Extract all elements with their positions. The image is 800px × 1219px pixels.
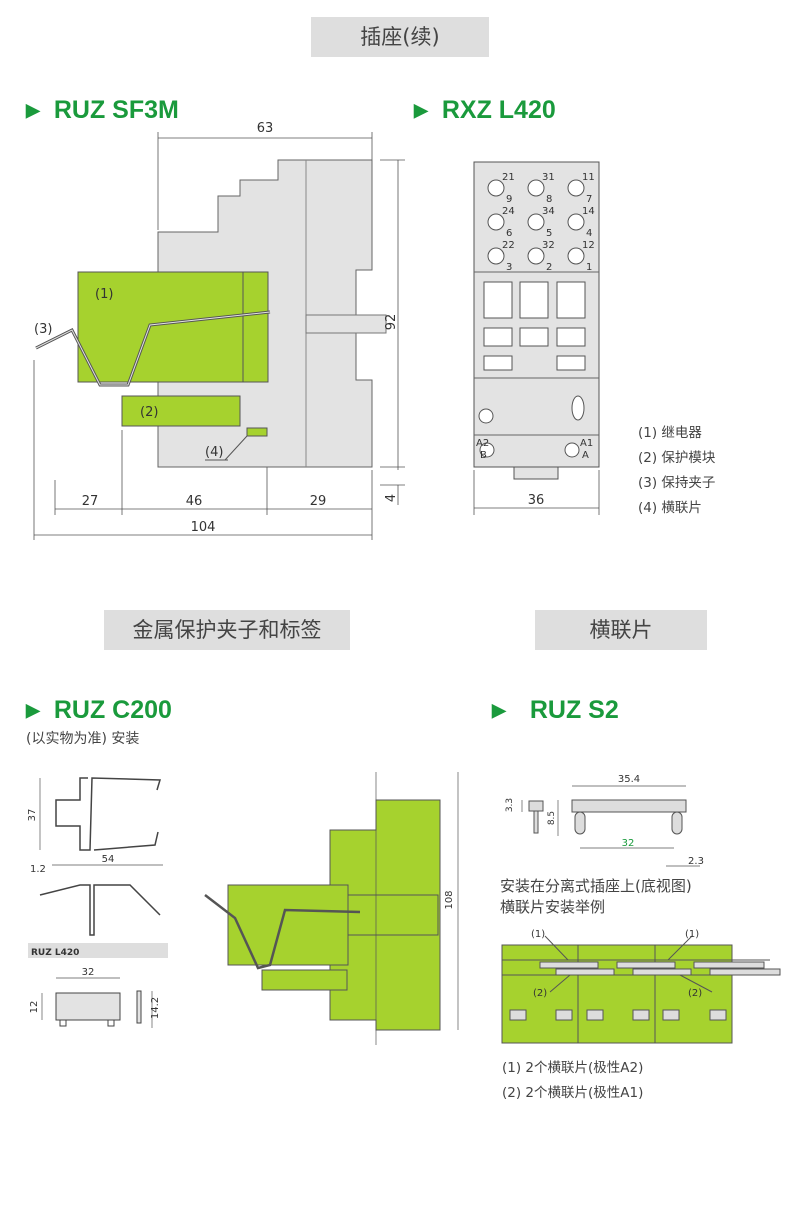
dim-label-height: 12: [29, 1001, 40, 1014]
pin-number: 1: [586, 262, 592, 273]
terminal-hole: [567, 247, 585, 265]
triangle-bullet-icon: ▶: [492, 700, 506, 720]
section-banner-jumpers: 横联片: [535, 610, 707, 650]
legend-item: (2) 保护模块: [638, 450, 716, 466]
dim-label-width: 32: [82, 967, 95, 978]
legend-item: (3) 保持夹子: [638, 475, 716, 491]
pin-number: 34: [542, 206, 555, 217]
dim-mid: 46: [186, 494, 203, 509]
rxz-l420-drawing: 21 9 31 8 11 7 24 6 34 5 14 4 22 3 32 2 12 1 A2 B A1 A 36: [473, 161, 600, 515]
jumper-notes: (1) 2个横联片(极性A2) (2) 2个横联片(极性A1): [502, 1056, 643, 1106]
terminal-hole: [487, 213, 505, 231]
product-name: RXZ L420: [441, 96, 556, 124]
dim-pin-height: 8.5: [547, 811, 557, 825]
jumper-caption: 安装在分离式插座上(底视图) 横联片安装举例: [500, 876, 692, 918]
dim-label-side: 14.2: [150, 997, 161, 1019]
dim-assembly-height: 108: [444, 890, 455, 909]
pin-number: 8: [546, 194, 552, 205]
terminal-hole: [567, 179, 585, 197]
callout-1-right: (1): [685, 929, 699, 940]
legend-item: (4) 横联片: [638, 500, 702, 516]
note-item: (2) 2个横联片(极性A1): [502, 1085, 644, 1101]
triangle-bullet-icon: ▶: [414, 100, 428, 120]
ruz-sf3m-drawing: 63 92 4 27 46 29 104 (1) (2) (3) (4): [33, 121, 405, 540]
pin-label-b: B: [480, 450, 487, 461]
product-name: RUZ SF3M: [53, 96, 179, 124]
section-banner-clips: 金属保护夹子和标签: [104, 610, 350, 650]
dim-width: 36: [528, 493, 545, 508]
terminal-hole: [527, 247, 545, 265]
pin-number: 21: [502, 172, 515, 183]
triangle-bullet-icon: ▶: [26, 100, 40, 120]
pin-number: 6: [506, 228, 512, 239]
legend: (1) 继电器 (2) 保护模块 (3) 保持夹子 (4) 横联片: [638, 421, 715, 521]
product-title-ruz-c200: ▶ RUZ C200: [26, 696, 172, 725]
pin-number: 22: [502, 240, 515, 251]
dim-height: 92: [384, 314, 399, 331]
dim-clip-width: 54: [102, 854, 115, 865]
pin-number: 2: [546, 262, 552, 273]
dim-top: 63: [257, 121, 274, 136]
relay-part: [77, 271, 244, 383]
protection-module-part: [121, 395, 241, 427]
callout-1: (1): [95, 287, 113, 302]
dim-pitch: 32: [622, 838, 635, 849]
section-banner-sockets: 插座(续): [311, 17, 489, 57]
dim-clip-height: 37: [27, 809, 38, 822]
caption-line: 安装在分离式插座上(底视图): [500, 877, 692, 895]
pin-label-a1: A1: [580, 438, 593, 449]
callout-2: (2): [140, 405, 158, 420]
dim-right: 29: [310, 494, 327, 509]
product-title-ruz-sf3m: ▶ RUZ SF3M: [26, 96, 179, 125]
pin-number: 14: [582, 206, 595, 217]
pin-number: 4: [586, 228, 592, 239]
pin-number: 32: [542, 240, 555, 251]
pin-number: 3: [506, 262, 512, 273]
callout-2-right: (2): [688, 988, 702, 999]
pin-number: 31: [542, 172, 555, 183]
dim-head: 3.3: [505, 798, 515, 812]
product-name: RUZ C200: [53, 696, 172, 724]
product-subtitle: (以实物为准) 安装: [26, 731, 140, 747]
product-title-ruz-s2: ▶ RUZ S2: [492, 696, 619, 725]
callout-1-left: (1): [531, 929, 545, 940]
product-title-rxz-l420: ▶ RXZ L420: [414, 96, 556, 125]
dim-length: 35.4: [618, 774, 640, 785]
pin-number: 12: [582, 240, 595, 251]
callout-3: (3): [34, 322, 52, 337]
dim-total: 104: [191, 520, 216, 535]
dim-pin-diameter: 2.3: [688, 856, 704, 867]
pin-label-a2: A2: [476, 438, 489, 449]
dim-left: 27: [82, 494, 99, 509]
pin-number: 7: [586, 194, 592, 205]
pin-number: 9: [506, 194, 512, 205]
caption-line: 横联片安装举例: [500, 898, 606, 916]
triangle-bullet-icon: ▶: [26, 700, 40, 720]
note-item: (1) 2个横联片(极性A2): [502, 1060, 644, 1076]
label-part-name: RUZ L420: [31, 948, 79, 958]
pin-number: 24: [502, 206, 515, 217]
callout-2-left: (2): [533, 988, 547, 999]
terminal-hole: [567, 213, 585, 231]
dim-foot: 4: [384, 494, 399, 502]
legend-item: (1) 继电器: [638, 425, 702, 441]
jumper-part: [246, 427, 268, 437]
jumper-example-sockets: [501, 944, 733, 1044]
terminal-hole: [527, 213, 545, 231]
pin-number: 5: [546, 228, 552, 239]
terminal-hole: [527, 179, 545, 197]
dim-thickness: 1.2: [30, 864, 46, 875]
product-name: RUZ S2: [529, 696, 619, 724]
terminal-hole: [487, 179, 505, 197]
pin-number: 11: [582, 172, 595, 183]
pin-label-a: A: [582, 450, 589, 461]
terminal-hole: [487, 247, 505, 265]
callout-4: (4): [205, 445, 223, 460]
